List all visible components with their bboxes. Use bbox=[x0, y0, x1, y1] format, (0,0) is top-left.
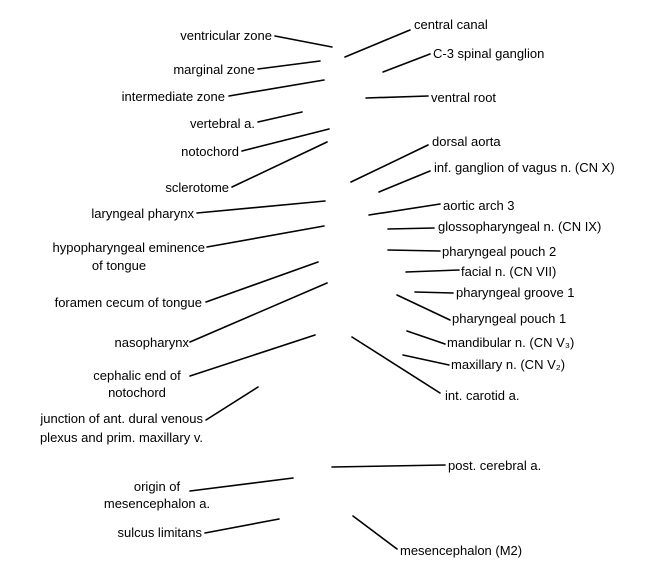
leader-line-aortic-arch-3 bbox=[368, 203, 441, 216]
leader-line-maxillary-n bbox=[402, 354, 450, 366]
label-origin-mesencephalon-a-line2: mesencephalon a. bbox=[104, 496, 210, 511]
label-cephalic-end: cephalic end of bbox=[93, 368, 181, 383]
leader-line-dorsal-aorta bbox=[350, 144, 429, 183]
leader-line-origin-mesencephalon-a bbox=[189, 477, 294, 492]
label-sclerotome: sclerotome bbox=[165, 180, 229, 195]
label-hypopharyngeal-eminence: hypopharyngeal eminence bbox=[53, 240, 206, 255]
leader-line-notochord bbox=[241, 128, 330, 152]
leader-line-intermediate-zone bbox=[228, 79, 325, 97]
label-sulcus-limitans: sulcus limitans bbox=[117, 525, 202, 540]
label-central-canal: central canal bbox=[414, 17, 488, 32]
label-junction-dural-venous: junction of ant. dural venous bbox=[39, 411, 203, 426]
label-int-carotid-a: int. carotid a. bbox=[445, 388, 519, 403]
label-pharyngeal-pouch-2: pharyngeal pouch 2 bbox=[442, 244, 556, 259]
leader-lines-left bbox=[189, 35, 333, 534]
label-aortic-arch-3: aortic arch 3 bbox=[443, 198, 515, 213]
leader-line-ventricular-zone bbox=[274, 35, 333, 48]
label-cephalic-end-line2: notochord bbox=[108, 385, 166, 400]
leader-line-mandibular-n bbox=[406, 330, 446, 345]
leader-line-facial-n bbox=[405, 269, 460, 273]
leader-line-inf-ganglion-vagus bbox=[378, 170, 431, 193]
leader-line-glossopharyngeal-n bbox=[387, 227, 435, 230]
leader-line-sulcus-limitans bbox=[204, 518, 280, 534]
leader-line-int-carotid-a bbox=[351, 336, 441, 394]
label-notochord: notochord bbox=[181, 144, 239, 159]
label-ventricular-zone: ventricular zone bbox=[180, 28, 272, 43]
label-vertebral-a: vertebral a. bbox=[190, 116, 255, 131]
leader-line-pharyngeal-groove-1 bbox=[414, 291, 454, 294]
leader-line-cephalic-end bbox=[189, 334, 316, 377]
label-marginal-zone: marginal zone bbox=[173, 62, 255, 77]
label-c3-spinal-ganglion: C-3 spinal ganglion bbox=[433, 46, 544, 61]
leader-line-laryngeal-pharynx bbox=[196, 200, 326, 214]
leader-line-pharyngeal-pouch-2 bbox=[387, 249, 441, 252]
leader-line-hypopharyngeal-eminence bbox=[206, 225, 325, 248]
leader-line-junction-dural-venous bbox=[205, 386, 259, 421]
label-hypopharyngeal-eminence-line2: of tongue bbox=[92, 258, 146, 273]
label-pharyngeal-pouch-1: pharyngeal pouch 1 bbox=[452, 311, 566, 326]
leader-line-sclerotome bbox=[231, 141, 328, 188]
label-nasopharynx: nasopharynx bbox=[115, 335, 190, 350]
label-mesencephalon-m2: mesencephalon (M2) bbox=[400, 543, 522, 558]
label-inf-ganglion-vagus: inf. ganglion of vagus n. (CN X) bbox=[434, 160, 615, 175]
label-maxillary-n: maxillary n. (CN V₂) bbox=[451, 357, 565, 372]
label-glossopharyngeal-n: glossopharyngeal n. (CN IX) bbox=[438, 219, 601, 234]
label-junction-dural-venous-line2: plexus and prim. maxillary v. bbox=[40, 430, 203, 445]
label-dorsal-aorta: dorsal aorta bbox=[432, 134, 501, 149]
label-laryngeal-pharynx: laryngeal pharynx bbox=[91, 206, 194, 221]
label-mandibular-n: mandibular n. (CN V₃) bbox=[447, 335, 574, 350]
label-facial-n: facial n. (CN VII) bbox=[461, 264, 556, 279]
leader-lines-right bbox=[331, 29, 460, 550]
label-intermediate-zone: intermediate zone bbox=[122, 89, 225, 104]
leader-line-c3-spinal-ganglion bbox=[382, 53, 431, 73]
leader-line-nasopharynx bbox=[189, 282, 328, 343]
leader-line-foramen-cecum bbox=[205, 261, 319, 303]
label-foramen-cecum: foramen cecum of tongue bbox=[55, 295, 202, 310]
label-origin-mesencephalon-a: origin of bbox=[134, 479, 181, 494]
leader-line-pharyngeal-pouch-1 bbox=[396, 294, 451, 321]
label-pharyngeal-groove-1: pharyngeal groove 1 bbox=[456, 285, 575, 300]
label-ventral-root: ventral root bbox=[431, 90, 496, 105]
leader-line-ventral-root bbox=[365, 95, 429, 99]
leader-line-marginal-zone bbox=[257, 60, 321, 70]
leader-line-central-canal bbox=[344, 29, 411, 58]
leader-line-mesencephalon-m2 bbox=[352, 515, 398, 550]
leader-line-vertebral-a bbox=[257, 111, 303, 123]
label-post-cerebral-a: post. cerebral a. bbox=[448, 458, 541, 473]
leader-line-post-cerebral-a bbox=[331, 464, 446, 468]
